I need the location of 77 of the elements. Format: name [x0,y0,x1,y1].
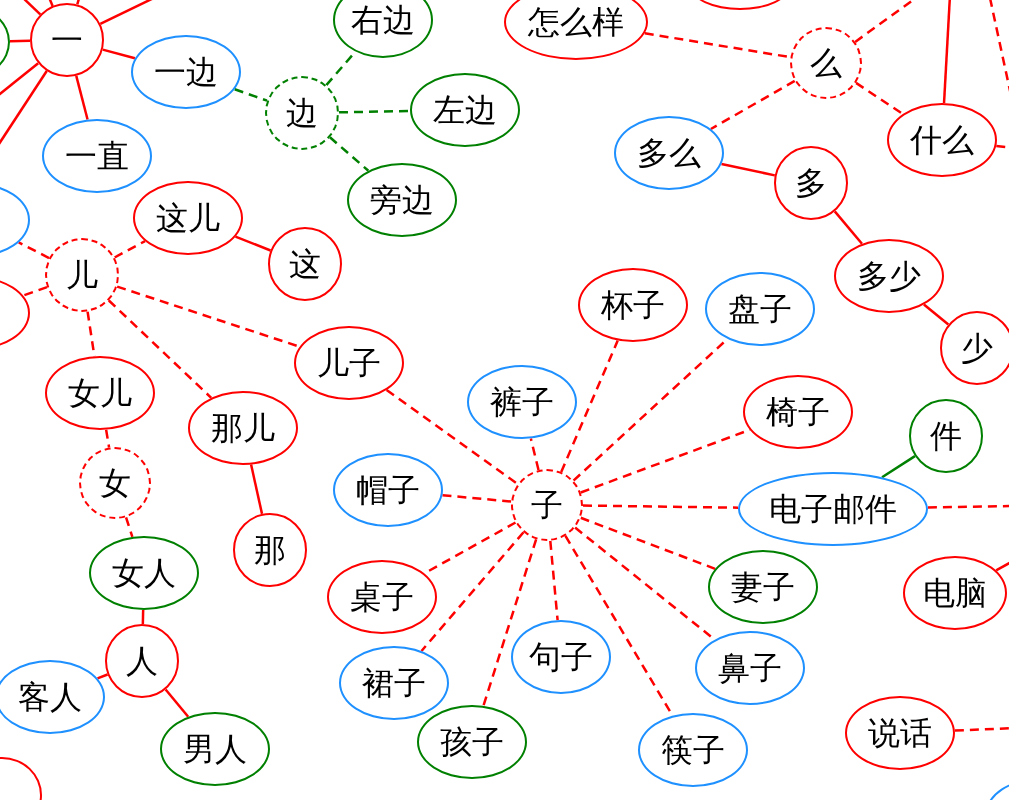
connector-line [560,340,619,473]
word-ellipse: 一边 [131,35,241,109]
word-ellipse: 旁边 [347,163,457,237]
word-ellipse: 男人 [160,712,270,786]
connector-line [482,538,538,707]
connector-line [102,48,136,60]
word-ellipse: 鼻子 [695,631,805,705]
word-ellipse: 儿子 [294,326,404,400]
word-ellipse: 儿 [45,238,119,312]
connector-line [338,109,411,114]
connector-line [927,504,1009,509]
word-ellipse: 孩子 [417,705,527,779]
connector-line [549,540,559,621]
word-ellipse: 边 [265,76,339,150]
word-ellipse: 这儿 [133,181,243,255]
word-ellipse: 左边 [410,73,520,147]
word-ellipse: 女人 [89,536,199,610]
word-ellipse: 什么 [887,103,997,177]
connector-line [923,303,950,326]
word-ellipse: 说话 [845,696,955,770]
word-ellipse: 客人 [0,660,105,734]
word-ellipse: 多么 [614,116,724,190]
word-ellipse: 女 [79,447,151,519]
connector-line [710,79,796,131]
word-ellipse: 电脑 [903,556,1007,630]
word-ellipse: 子 [511,469,583,541]
word-ellipse: 多 [774,146,848,220]
connector-line [124,516,134,538]
connector-line [18,241,50,260]
connector-line [442,493,512,503]
word-ellipse: 句子 [511,620,611,694]
connector-line [235,235,272,252]
connector-line [420,531,525,652]
word-ellipse: 这 [268,227,342,301]
word-ellipse: 那 [233,513,307,587]
connector-line [942,0,952,104]
connector-line [75,75,89,120]
connector-line [164,688,190,718]
word-ellipse: 裙子 [339,646,449,720]
word-ellipse: 一 [30,3,104,77]
connector-line [833,210,863,245]
word-ellipse: 椅子 [743,375,853,449]
connector-line [329,136,370,172]
word-ellipse: 电子邮件 [738,472,928,546]
word-ellipse: 那儿 [188,391,298,465]
word-ellipse: 帽子 [333,453,443,527]
connector-line [234,88,268,102]
word-ellipse: 少 [940,311,1009,385]
word-ellipse: 件 [909,399,983,473]
word-ellipse: 裤子 [467,365,577,439]
connector-line [107,299,213,399]
connector-line [116,285,300,348]
word-ellipse: 一直 [42,119,152,193]
connector-line [249,464,264,515]
word-ellipse: 人 [105,624,179,698]
word-ellipse: 妻子 [708,550,818,624]
connector-line [529,438,540,471]
connector-line [385,388,519,486]
word-ellipse: 右边 [333,0,433,58]
connector-line [954,726,1009,732]
connector-line [881,455,916,479]
word-ellipse: 杯子 [578,268,688,342]
connector-line [104,429,111,448]
connector-line [9,39,31,43]
connector-line [580,516,716,570]
word-ellipse: 怎么样 [504,0,648,60]
word-ellipse: 桌子 [327,560,437,634]
connector-line [46,0,54,7]
connector-line [22,286,48,297]
word-ellipse: 女儿 [45,356,155,430]
word-ellipse: 多少 [834,239,944,313]
connector-line [582,504,739,509]
connector-line [114,240,146,259]
connector-line [721,162,776,177]
word-ellipse: 么 [790,27,862,99]
word-ellipse: 盘子 [705,272,815,346]
word-ellipse: 筷子 [638,713,748,787]
